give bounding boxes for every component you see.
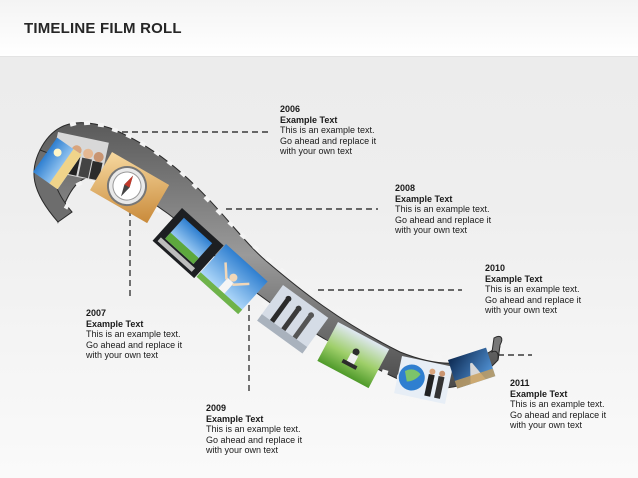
entry-heading: Example Text <box>280 114 338 125</box>
entry-body: This is an example text. Go ahead and re… <box>86 329 183 361</box>
entry-heading: Example Text <box>395 193 453 204</box>
entry-body: This is an example text. Go ahead and re… <box>485 284 582 316</box>
entry-year: 2007 <box>86 308 107 318</box>
timeline-entry-2010: 2010 Example Text This is an example tex… <box>485 263 585 316</box>
timeline-entry-2006: 2006 Example Text This is an example tex… <box>280 104 380 157</box>
beach-photo-icon <box>33 137 82 190</box>
entry-year: 2006 <box>280 104 301 114</box>
entry-body: This is an example text. Go ahead and re… <box>206 424 303 456</box>
globe-handshake-photo-icon <box>394 356 453 404</box>
slide-title: TIMELINE FILM ROLL <box>24 20 182 37</box>
walking-people-photo-icon <box>257 285 329 354</box>
timeline-entry-2007: 2007 Example Text This is an example tex… <box>86 308 186 361</box>
film-frames <box>33 132 496 404</box>
entry-heading: Example Text <box>510 388 568 399</box>
leader-lines <box>112 131 532 395</box>
film-curl-right <box>491 335 503 361</box>
arms-raised-sky-photo-icon <box>196 244 268 315</box>
timeline-entry-2009: 2009 Example Text This is an example tex… <box>206 403 306 456</box>
entry-body: This is an example text. Go ahead and re… <box>280 125 377 157</box>
compass-photo-icon <box>90 152 170 224</box>
entry-heading: Example Text <box>485 273 543 284</box>
laptop-screen-photo-icon <box>152 208 224 279</box>
road-photo-icon <box>448 347 496 389</box>
entry-heading: Example Text <box>206 413 264 424</box>
entry-heading: Example Text <box>86 318 144 329</box>
entry-body: This is an example text. Go ahead and re… <box>510 399 607 431</box>
entry-year: 2009 <box>206 403 227 413</box>
entry-year: 2011 <box>510 378 530 388</box>
header-bar: TIMELINE FILM ROLL <box>0 0 638 57</box>
entry-year: 2010 <box>485 263 506 273</box>
entry-body: This is an example text. Go ahead and re… <box>395 204 492 236</box>
entry-year: 2008 <box>395 183 416 193</box>
timeline-entry-2008: 2008 Example Text This is an example tex… <box>395 183 495 236</box>
timeline-entry-2011: 2011 Example Text This is an example tex… <box>510 378 610 431</box>
person-sitting-field-photo-icon <box>317 322 390 389</box>
